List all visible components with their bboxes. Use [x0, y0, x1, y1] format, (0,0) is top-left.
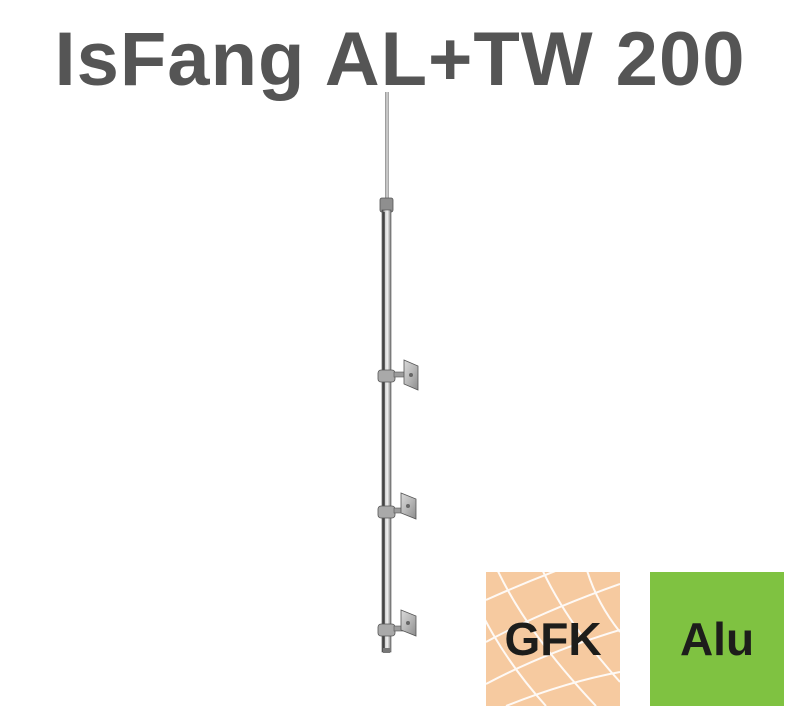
material-badge-gfk: GFK [486, 572, 620, 706]
rod-tip [385, 92, 389, 204]
fiber-mesh-icon [486, 572, 620, 706]
badge-label-alu: Alu [679, 613, 755, 665]
material-badge-alu: Alu [650, 572, 784, 706]
mast-tube [381, 209, 392, 653]
wall-bracket-3 [377, 609, 417, 637]
badge-label-gfk: GFK [504, 613, 602, 665]
wall-bracket-1 [377, 359, 419, 391]
product-title: IsFang AL+TW 200 [54, 17, 746, 102]
wall-bracket-2 [377, 492, 417, 520]
